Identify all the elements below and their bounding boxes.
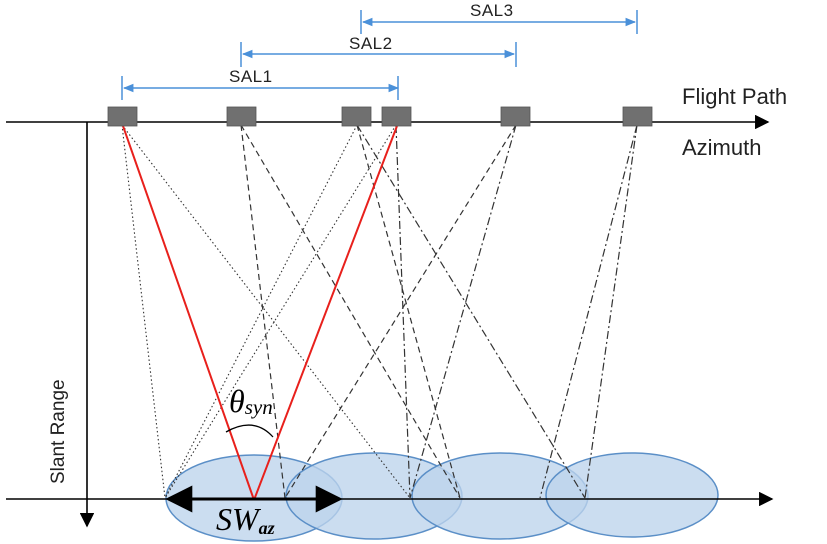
beam-lines-dashdot bbox=[356, 124, 638, 499]
theta-subscript: syn bbox=[245, 395, 273, 419]
sal3-label: SAL3 bbox=[470, 1, 514, 20]
footprint-ellipse-4 bbox=[545, 452, 719, 538]
antenna-position bbox=[341, 106, 372, 127]
flight-path-label: Flight Path bbox=[682, 84, 787, 109]
sw-symbol: SW bbox=[216, 501, 262, 537]
beam-lines-dashed bbox=[240, 124, 517, 499]
sal-arrows bbox=[121, 10, 638, 100]
beam-line bbox=[164, 124, 397, 499]
beam-line bbox=[164, 124, 358, 499]
beam-line bbox=[539, 124, 638, 499]
antenna-positions bbox=[107, 106, 653, 127]
sw-az-label: SWaz bbox=[216, 501, 275, 538]
beam-line bbox=[240, 124, 461, 499]
theta-angle-arc bbox=[225, 424, 274, 438]
sal2-label: SAL2 bbox=[349, 34, 393, 53]
beam-line bbox=[284, 124, 517, 499]
azimuth-label: Azimuth bbox=[682, 135, 761, 160]
antenna-position bbox=[500, 106, 531, 127]
footprint-ellipses bbox=[165, 452, 719, 542]
beam-line bbox=[395, 124, 411, 499]
beam-line bbox=[356, 124, 461, 499]
synthetic-beam-right bbox=[253, 125, 398, 501]
antenna-position bbox=[381, 106, 412, 127]
sw-subscript: az bbox=[259, 518, 275, 538]
synthetic-beam bbox=[122, 125, 398, 501]
beam-line bbox=[409, 124, 517, 499]
beam-line bbox=[121, 124, 166, 499]
antenna-position bbox=[107, 106, 138, 127]
sal1-label: SAL1 bbox=[229, 67, 273, 86]
theta-symbol: θ bbox=[229, 383, 245, 419]
antenna-position bbox=[226, 106, 257, 127]
theta-syn-label: θsyn bbox=[229, 383, 273, 419]
beam-lines-dotted bbox=[121, 124, 411, 499]
antenna-position bbox=[622, 106, 653, 127]
synthetic-beam-left bbox=[122, 125, 255, 501]
beam-line bbox=[240, 124, 286, 499]
beam-line bbox=[584, 124, 638, 499]
beam-line bbox=[356, 124, 586, 499]
slant-range-label: Slant Range bbox=[48, 379, 69, 484]
beam-line bbox=[121, 124, 411, 499]
